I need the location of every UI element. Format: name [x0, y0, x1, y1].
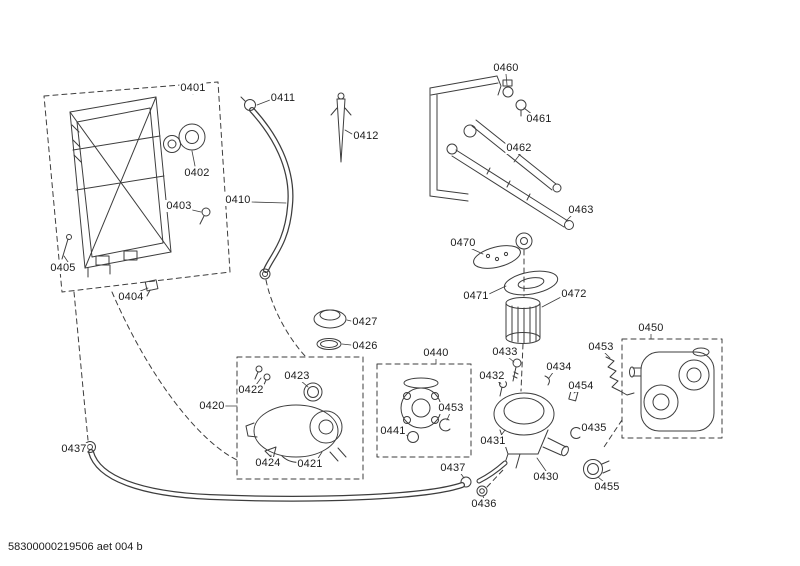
door-assembly-drawing: [61, 96, 211, 297]
part-label: 0402: [183, 167, 211, 179]
mounting-stake-drawing: [330, 92, 352, 163]
part-label: 0434: [545, 361, 573, 373]
heat-exchanger-assembly-drawing: [605, 347, 715, 432]
spray-pipe-assembly-drawing: [429, 75, 574, 230]
drain-hose-drawing: [84, 441, 465, 502]
part-label: 0471: [462, 290, 490, 302]
part-label: 0430: [532, 471, 560, 483]
cap-and-seal-drawing: [313, 309, 347, 350]
part-label: 0436: [470, 498, 498, 510]
filter-assembly-drawing: [473, 232, 559, 344]
heat-pump-assembly-drawing: [245, 365, 347, 463]
part-label: 0404: [117, 291, 145, 303]
part-label: 0455: [593, 481, 621, 493]
sump-assembly-drawing: [460, 358, 611, 497]
part-label: 0410: [224, 194, 252, 206]
part-label: 0453: [437, 402, 465, 414]
part-label: 0435: [580, 422, 608, 434]
motor-assembly-drawing: [400, 377, 451, 443]
part-label: 0421: [296, 458, 324, 470]
part-label: 0411: [269, 92, 297, 104]
part-label: 0431: [479, 435, 507, 447]
part-label: 0423: [283, 370, 311, 382]
part-label: 0462: [505, 142, 533, 154]
part-label: 0401: [179, 82, 207, 94]
part-label: 0433: [491, 346, 519, 358]
part-label: 0432: [478, 370, 506, 382]
part-label: 0450: [637, 322, 665, 334]
part-label: 0460: [492, 62, 520, 74]
part-label: 0453: [587, 341, 615, 353]
part-label: 0437: [60, 443, 88, 455]
inlet-hose-drawing: [240, 96, 294, 280]
part-label: 0412: [352, 130, 380, 142]
part-label: 0403: [165, 200, 193, 212]
part-label: 0454: [567, 380, 595, 392]
part-label: 0441: [379, 425, 407, 437]
assembly-boxes: [43, 81, 723, 480]
part-label: 0424: [254, 457, 282, 469]
part-label: 0463: [567, 204, 595, 216]
document-number: 58300000219506 aet 004 b: [8, 541, 143, 553]
part-label: 0437: [439, 462, 467, 474]
part-label: 0420: [198, 400, 226, 412]
part-label: 0472: [560, 288, 588, 300]
part-label: 0427: [351, 316, 379, 328]
part-label: 0461: [525, 113, 553, 125]
part-label: 0426: [351, 340, 379, 352]
part-label: 0405: [49, 262, 77, 274]
part-label: 0422: [237, 384, 265, 396]
part-label: 0470: [449, 237, 477, 249]
part-label: 0440: [422, 347, 450, 359]
